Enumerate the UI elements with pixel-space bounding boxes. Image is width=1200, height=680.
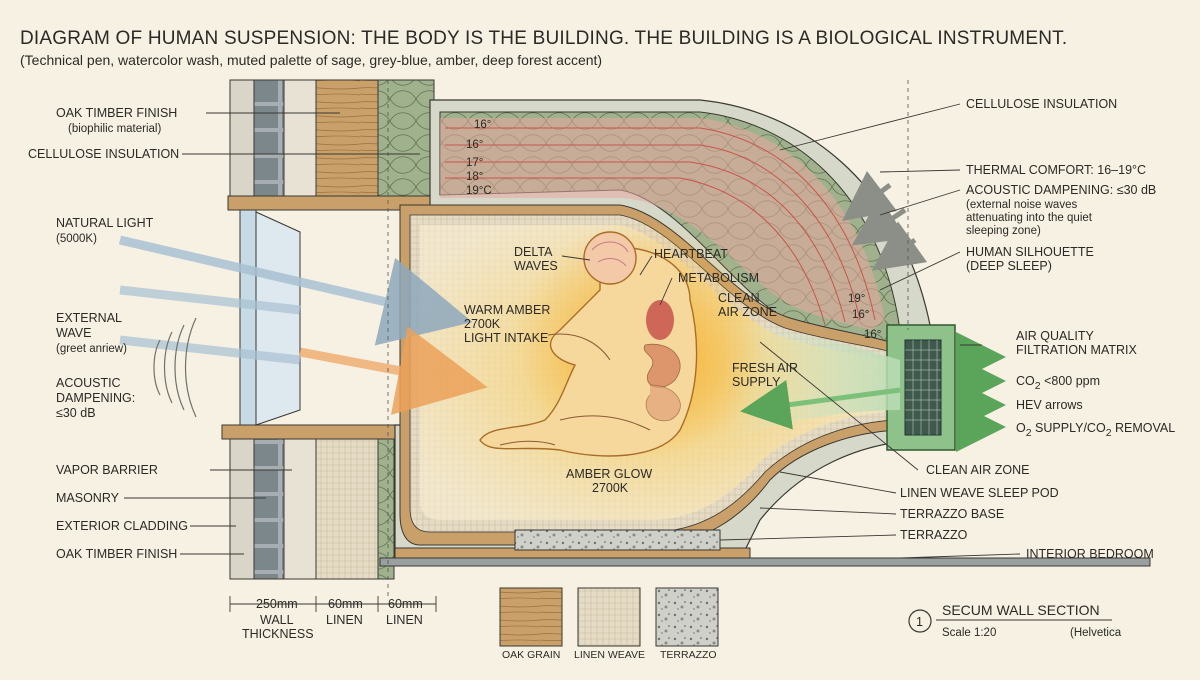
temp-right-2: 16° — [852, 309, 869, 321]
temp-right-1: 19° — [848, 293, 865, 305]
external-wave-icon — [153, 317, 197, 418]
label-oak-top-sub: (biophilic material) — [68, 123, 161, 135]
label-acoustic-right-sub-2: attenuating into the quiet — [966, 212, 1093, 224]
dim-label-1b: THICKNESS — [242, 627, 314, 641]
dim-label-1a: WALL — [260, 613, 294, 627]
material-swatches — [499, 587, 719, 647]
dim-value-1: 250mm — [256, 597, 298, 611]
label-natural-light-sub: (5000K) — [56, 233, 97, 245]
label-oak-bottom: OAK TIMBER FINISH — [56, 547, 177, 561]
label-acoustic-right-sub-3: sleeping zone) — [966, 225, 1041, 237]
label-oak-top: OAK TIMBER FINISH — [56, 106, 177, 120]
label-clean-1: CLEAN — [718, 291, 760, 305]
swatch-linen — [577, 587, 641, 647]
label-acoustic-left-2: DAMPENING: — [56, 391, 135, 405]
label-glow-1: AMBER GLOW — [566, 467, 652, 481]
label-interior-bedroom: INTERIOR BEDROOM — [1026, 547, 1154, 561]
swatch-label-terrazzo: TERRAZZO — [660, 649, 717, 661]
label-linen-pod: LINEN WEAVE SLEEP POD — [900, 486, 1059, 500]
label-thermal-comfort: THERMAL COMFORT: 16–19°C — [966, 163, 1146, 177]
section-title: SECUM WALL SECTION — [942, 602, 1100, 618]
label-masonry: MASONRY — [56, 491, 120, 505]
label-external-wave-sub: (greet anriew) — [56, 343, 127, 355]
label-cellulose-right: CELLULOSE INSULATION — [966, 97, 1117, 111]
label-acoustic-left-3: ≤30 dB — [56, 406, 96, 420]
diagram-title: DIAGRAM OF HUMAN SUSPENSION: THE BODY IS… — [20, 28, 1067, 49]
label-warm-2: 2700K — [464, 317, 501, 331]
label-co2: CO2 <800 ppm — [1016, 374, 1100, 392]
section-marker — [908, 609, 1112, 633]
dim-label-3a: LINEN — [386, 613, 423, 627]
label-fresh-2: SUPPLY — [732, 375, 781, 389]
air-filter — [886, 324, 956, 451]
dim-value-2: 60mm — [328, 597, 363, 611]
label-clean-2: AIR ZONE — [718, 305, 777, 319]
label-warm-1: WARM AMBER — [464, 303, 550, 317]
label-acoustic-left-1: ACOUSTIC — [56, 376, 121, 390]
label-exterior-cladding: EXTERIOR CLADDING — [56, 519, 188, 533]
temp-left-1: 16° — [474, 119, 491, 131]
label-silhouette-1: HUMAN SILHOUETTE — [966, 245, 1094, 259]
label-acoustic-right: ACOUSTIC DAMPENING: ≤30 dB — [966, 183, 1156, 197]
label-metabolism: METABOLISM — [678, 271, 759, 285]
air-quality-arrows — [740, 332, 1006, 452]
lower-wall-section — [221, 424, 443, 580]
window — [239, 209, 301, 426]
label-delta-1: DELTA — [514, 245, 553, 259]
label-glow-2: 2700K — [592, 481, 629, 495]
temp-right-3: 16° — [864, 329, 881, 341]
label-cellulose-left: CELLULOSE INSULATION — [28, 147, 179, 161]
label-acoustic-right-sub-1: (external noise waves — [966, 199, 1077, 211]
label-vapor-barrier: VAPOR BARRIER — [56, 463, 158, 477]
label-natural-light: NATURAL LIGHT — [56, 216, 154, 230]
label-delta-2: WAVES — [514, 259, 558, 273]
swatch-terrazzo — [655, 587, 719, 647]
temp-left-5: 19°C — [466, 185, 492, 197]
label-heartbeat: HEARTBEAT — [654, 247, 728, 261]
swatch-label-linen: LINEN WEAVE — [574, 649, 645, 661]
dim-value-3: 60mm — [388, 597, 423, 611]
section-scale: Scale 1:20 — [942, 627, 996, 639]
natural-light-rays — [118, 235, 488, 415]
label-silhouette-2: (DEEP SLEEP) — [966, 259, 1052, 273]
label-terrazzo-base: TERRAZZO BASE — [900, 507, 1004, 521]
upper-wall-section — [227, 79, 439, 211]
label-air-quality-2: FILTRATION MATRIX — [1016, 343, 1137, 357]
label-clean-air-zone: CLEAN AIR ZONE — [926, 463, 1030, 477]
guide-lines — [387, 80, 909, 600]
temp-left-3: 17° — [466, 157, 483, 169]
label-external-wave-2: WAVE — [56, 326, 91, 340]
label-fresh-1: FRESH AIR — [732, 361, 798, 375]
label-air-quality-1: AIR QUALITY — [1016, 329, 1094, 343]
swatch-label-oak: OAK GRAIN — [502, 649, 560, 661]
dim-label-2a: LINEN — [326, 613, 363, 627]
human-silhouette-icon — [479, 220, 765, 460]
section-number: 1 — [916, 615, 923, 629]
label-hev-arrows: HEV arrows — [1016, 398, 1083, 412]
diagram-subtitle: (Technical pen, watercolor wash, muted p… — [20, 52, 602, 68]
acoustic-arrows — [842, 171, 928, 271]
leader-lines — [124, 103, 1021, 559]
label-external-wave-1: EXTERNAL — [56, 311, 122, 325]
temp-left-4: 18° — [466, 171, 483, 183]
dimension-strip — [229, 596, 437, 612]
section-note: (Helvetica — [1070, 627, 1122, 639]
swatch-oak — [499, 587, 563, 647]
label-warm-3: LIGHT INTAKE — [464, 331, 548, 345]
label-o2-supply: O2 SUPPLY/CO2 REMOVAL — [1016, 421, 1175, 439]
temp-left-2: 16° — [466, 139, 483, 151]
label-terrazzo: TERRAZZO — [900, 528, 968, 542]
